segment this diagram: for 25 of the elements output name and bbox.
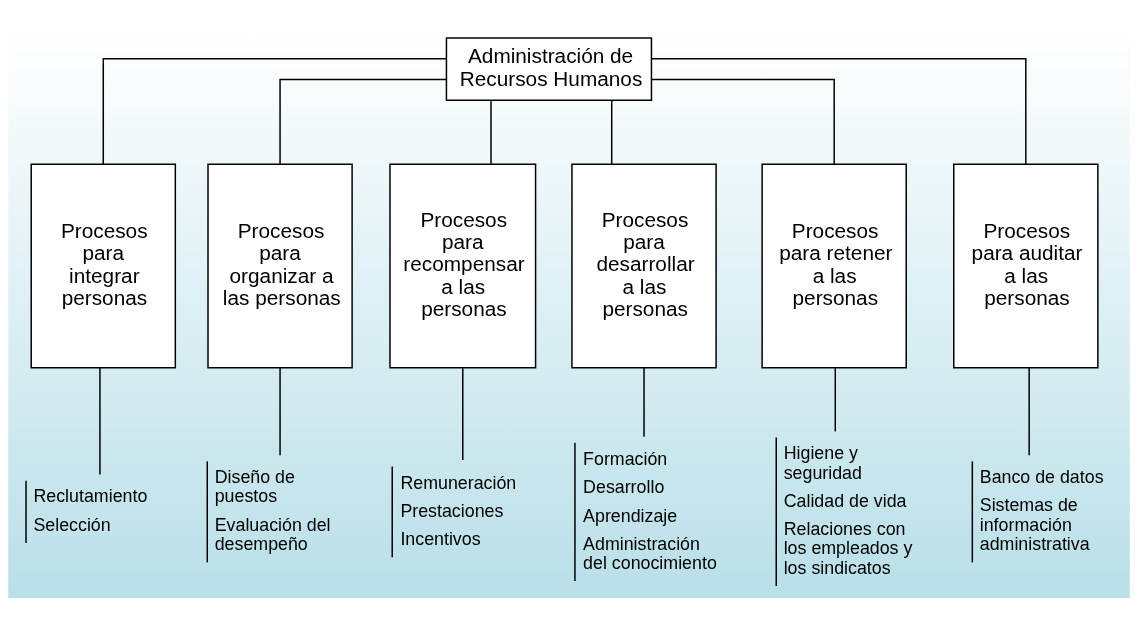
node-text: Higiene y seguridad Calidad de vida Relaciones con los empleados y los sindicatos bbox=[783, 443, 913, 578]
connector bbox=[1028, 367, 1030, 457]
connector bbox=[650, 78, 835, 165]
connector bbox=[834, 367, 837, 433]
connector bbox=[462, 367, 464, 461]
node-box: Procesos para auditar a las personas bbox=[953, 163, 1099, 369]
node-text: Banco de datos Sistemas de información administrativa bbox=[979, 467, 1104, 554]
node-box: Procesos para desarrollar a las personas bbox=[571, 163, 717, 369]
connector bbox=[279, 367, 281, 457]
connector bbox=[102, 58, 447, 165]
node-box: Procesos para retener a las personas bbox=[761, 163, 907, 369]
node-text: Diseño de puestos Evaluación del desempeño bbox=[214, 467, 331, 554]
node-box: Administración de Recursos Humanos bbox=[445, 37, 653, 102]
connector bbox=[651, 58, 1027, 165]
connector bbox=[610, 100, 613, 165]
connector bbox=[643, 367, 645, 438]
node-text: Reclutamiento Selección bbox=[33, 486, 148, 535]
connector bbox=[99, 367, 101, 476]
node-box: Procesos para integrar personas bbox=[30, 163, 177, 369]
node-box: Procesos para recompensar a las personas bbox=[389, 163, 537, 369]
connector bbox=[279, 78, 447, 165]
node-box: Procesos para organizar a las personas bbox=[207, 163, 353, 369]
connector bbox=[490, 100, 492, 165]
node-text: Remuneración Prestaciones Incentivos bbox=[400, 472, 517, 550]
node-text: Formación Desarrollo Aprendizaje Administración del conocimiento bbox=[583, 449, 717, 574]
